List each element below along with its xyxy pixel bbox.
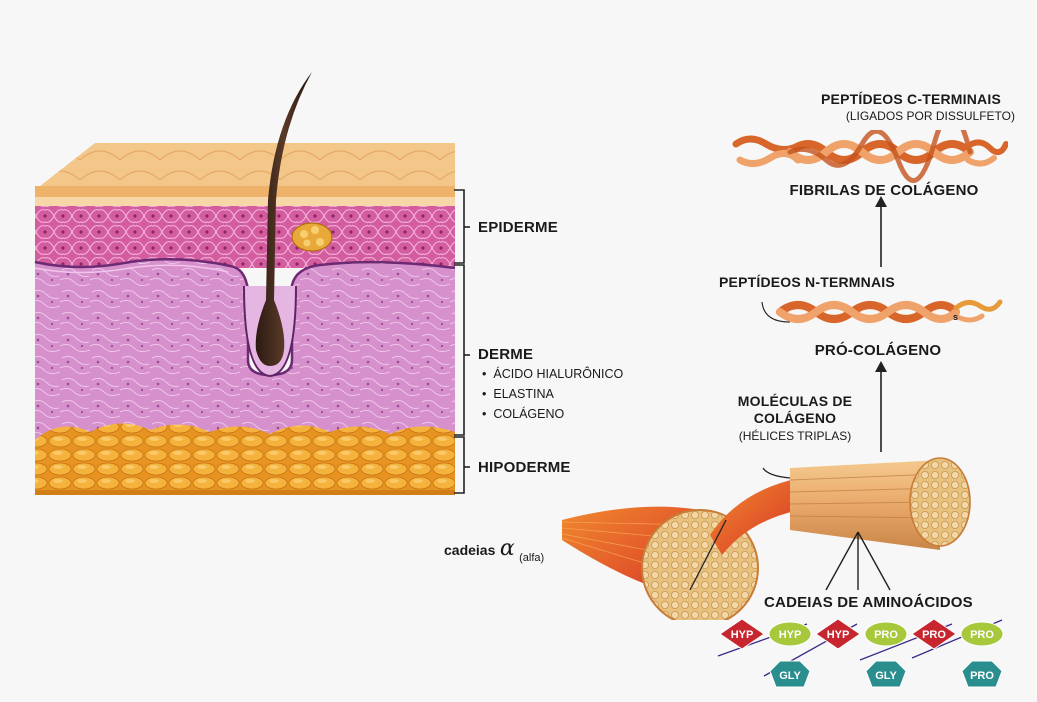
alpha-subscript: (alfa) bbox=[519, 552, 544, 564]
amino-acid-bottom-1: GLY bbox=[770, 661, 810, 687]
amino-acid-top-5: PRO bbox=[912, 619, 956, 649]
amino-acid-chain: HYP HYP HYP PRO PRO PRO GLY GLY PRO bbox=[712, 612, 1012, 694]
c-terminal-title: PEPTÍDEOS C-TERMINAIS bbox=[821, 91, 1001, 107]
component-hyaluronic-acid: ÁCIDO HIALURÔNICO bbox=[482, 364, 623, 384]
amino-acid-bottom-3-text: PRO bbox=[970, 670, 994, 682]
alpha-chains-label: cadeias α (alfa) bbox=[444, 536, 544, 561]
layer-brackets bbox=[452, 185, 472, 500]
amino-acid-top-2: HYP bbox=[769, 622, 811, 646]
sebaceous-gland bbox=[292, 223, 332, 251]
amino-acid-top-1: HYP bbox=[720, 619, 764, 649]
amino-acid-top-3: HYP bbox=[816, 619, 860, 649]
arrow-to-fibrils bbox=[874, 195, 888, 270]
amino-acid-bottom-2-text: GLY bbox=[875, 670, 897, 682]
amino-acid-top-5-text: PRO bbox=[922, 629, 946, 641]
skin-top-surface bbox=[35, 143, 455, 190]
amino-acid-bottom-2: GLY bbox=[866, 661, 906, 687]
amino-acid-top-6-text: PRO bbox=[970, 629, 994, 641]
amino-acid-top-3-text: HYP bbox=[827, 629, 850, 641]
amino-acid-top-1-text: HYP bbox=[731, 629, 754, 641]
epidermis-label: EPIDERME bbox=[478, 219, 558, 236]
amino-acid-top-2-text: HYP bbox=[779, 629, 802, 641]
disulfide-mark: s bbox=[953, 312, 958, 322]
procollagen-label: PRÓ-COLÁGENO bbox=[758, 342, 998, 359]
dermis-label: DERME bbox=[478, 346, 533, 363]
collagen-fiber-bundle bbox=[500, 440, 980, 620]
amino-pointer-lines bbox=[820, 530, 900, 594]
component-collagen: COLÁGENO bbox=[482, 404, 623, 424]
hypodermis-layer bbox=[35, 423, 455, 495]
amino-chains-label: CADEIAS DE AMINOÁCIDOS bbox=[764, 594, 973, 611]
amino-acid-top-4-text: PRO bbox=[874, 629, 898, 641]
n-terminal-label: PEPTÍDEOS N-TERMNAIS bbox=[719, 274, 895, 290]
skin-cross-section bbox=[0, 0, 470, 500]
amino-acid-top-4: PRO bbox=[865, 622, 907, 646]
alpha-symbol: α bbox=[500, 536, 515, 561]
alpha-word: cadeias bbox=[444, 542, 495, 558]
amino-acid-bottom-1-text: GLY bbox=[779, 670, 801, 682]
molecules-line2: COLÁGENO bbox=[720, 410, 870, 426]
dermis-components: ÁCIDO HIALURÔNICO ELASTINA COLÁGENO bbox=[482, 364, 623, 424]
molecules-line1: MOLÉCULAS DE bbox=[720, 393, 870, 409]
collagen-fibril-helix bbox=[728, 130, 1008, 185]
procollagen-helix bbox=[760, 292, 1010, 340]
amino-acid-top-6: PRO bbox=[961, 622, 1003, 646]
c-terminal-subtitle: (LIGADOS POR DISSULFETO) bbox=[846, 109, 1015, 123]
component-elastin: ELASTINA bbox=[482, 384, 623, 404]
epidermis-layer bbox=[35, 206, 455, 268]
amino-acid-bottom-3: PRO bbox=[962, 661, 1002, 687]
